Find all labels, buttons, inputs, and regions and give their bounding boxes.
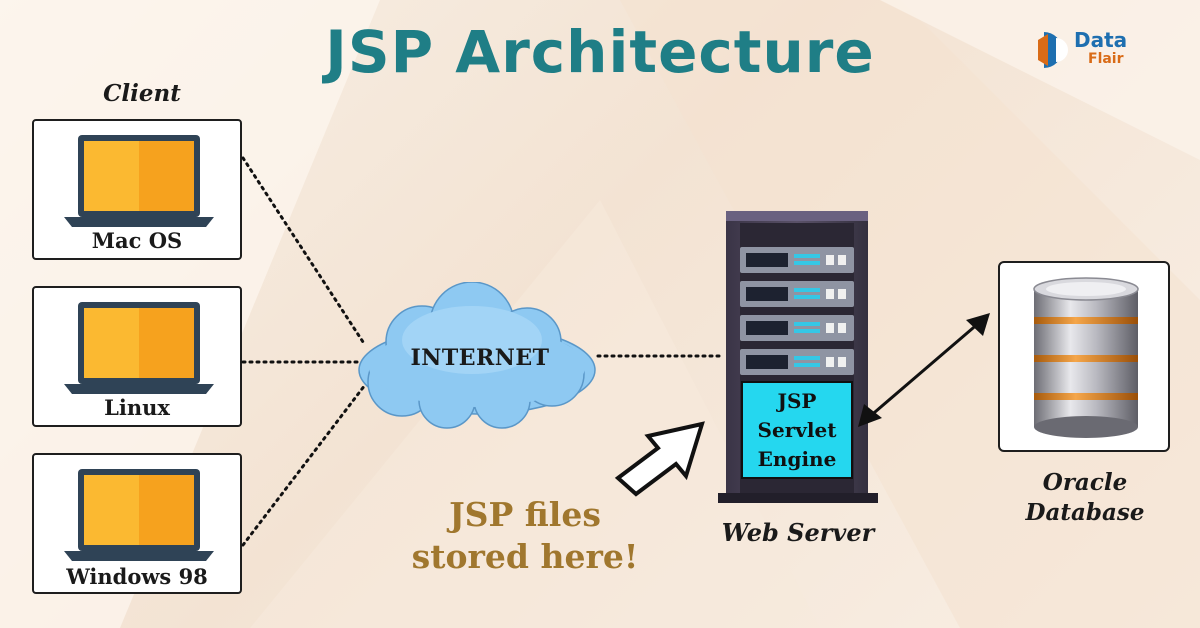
engine-line-2: Servlet [757,418,837,442]
engine-line-1: JSP [777,389,817,413]
database-label-line1: Oracle [1042,469,1128,496]
logo-text-primary: Data [1074,28,1128,52]
note-line1: JSP files [449,495,601,534]
client-box-windows: Windows 98 [32,453,242,594]
laptop-icon [64,469,214,561]
database-cylinder-icon [1033,277,1139,438]
database-label: Oracle Database [1010,468,1160,528]
page-title: JSP Architecture [325,18,875,86]
outline-arrow-icon [614,421,705,497]
laptop-icon [64,135,214,227]
server-units [740,247,854,375]
client-box-linux: Linux [32,286,242,427]
laptop-icon [64,302,214,394]
internet-label: INTERNET [410,345,550,371]
client-box-mac: Mac OS [32,119,242,260]
double-arrow-icon [858,313,990,427]
client-name: Linux [104,395,170,420]
database-label-line2: Database [1025,499,1145,526]
logo-text-secondary: Flair [1088,51,1124,67]
wire-windows-internet [241,383,367,547]
engine-line-3: Engine [757,447,837,471]
web-server-label: Web Server [721,518,875,547]
client-name: Mac OS [91,228,183,253]
cloud-icon [358,282,596,429]
database-box [998,261,1170,452]
wire-mac-internet [241,156,367,347]
jsp-servlet-engine: JSP Servlet Engine [741,381,853,479]
note-line2: stored here! [411,537,639,576]
jsp-files-note: JSP files stored here! [400,494,650,578]
dataflair-logo-icon [1038,32,1068,68]
client-label: Client [103,80,181,107]
client-name: Windows 98 [66,564,208,589]
